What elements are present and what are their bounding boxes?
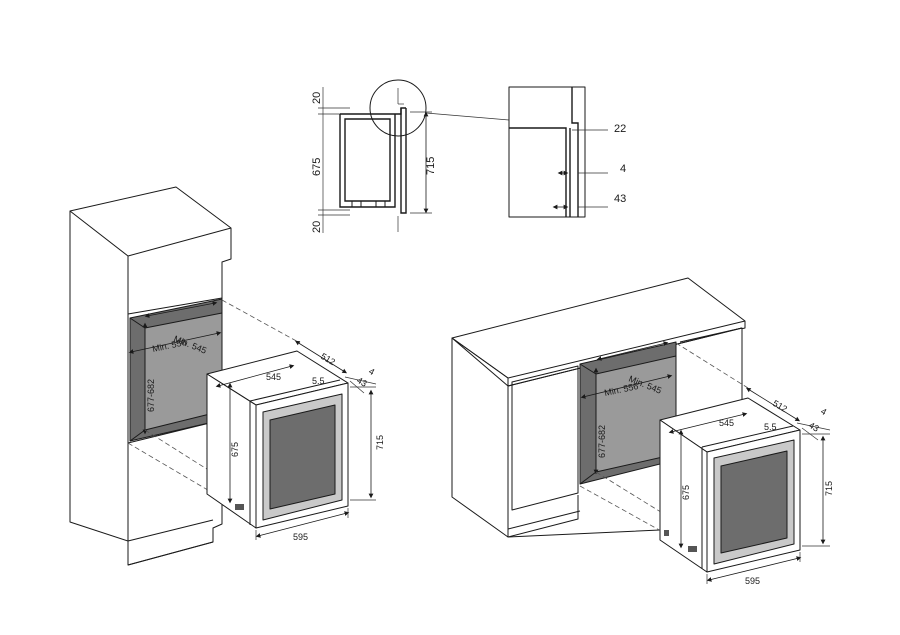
dim-unit-height: 715 [425, 157, 437, 175]
unit-height-uc: 715 [824, 481, 834, 496]
niche-height-col: 677-682 [146, 379, 156, 412]
gap-col: 4 [367, 366, 376, 377]
door-offset-col: 5.5 [312, 376, 325, 386]
door-height-col: 675 [230, 442, 240, 457]
unit-width-top-col: 545 [266, 372, 281, 382]
unit-depth-uc: 512 [771, 398, 789, 414]
zoom-label-43: 43 [614, 193, 626, 205]
unit-depth-col: 512 [319, 351, 337, 367]
zoom-detail: 22 4 43 [508, 86, 626, 218]
dim-bottom-gap: 20 [311, 221, 323, 233]
unit-height-col: 715 [375, 435, 385, 450]
unit-width-top-uc: 545 [719, 418, 734, 428]
side-section-detail: 20 675 20 715 [311, 79, 510, 233]
unit-width-col: 595 [293, 532, 308, 542]
door-thickness-col: 43 [355, 375, 369, 389]
door-height-uc: 675 [681, 485, 691, 500]
door-offset-uc: 5.5 [764, 422, 777, 432]
zoom-label-4: 4 [620, 163, 626, 175]
dim-cavity-height: 675 [311, 158, 323, 176]
under-counter-cabinet: Min. 545 Min. 556 677-682 545 512 5.5 4 … [451, 277, 834, 586]
gap-uc: 4 [819, 406, 828, 417]
zoom-label-22: 22 [614, 123, 626, 135]
dim-top-gap: 20 [311, 92, 323, 104]
column-cabinet: Min. 545 Min. 556 677-682 545 512 5.5 4 … [69, 186, 385, 566]
unit-width-uc: 595 [745, 576, 760, 586]
niche-height-uc: 677-682 [597, 425, 607, 458]
